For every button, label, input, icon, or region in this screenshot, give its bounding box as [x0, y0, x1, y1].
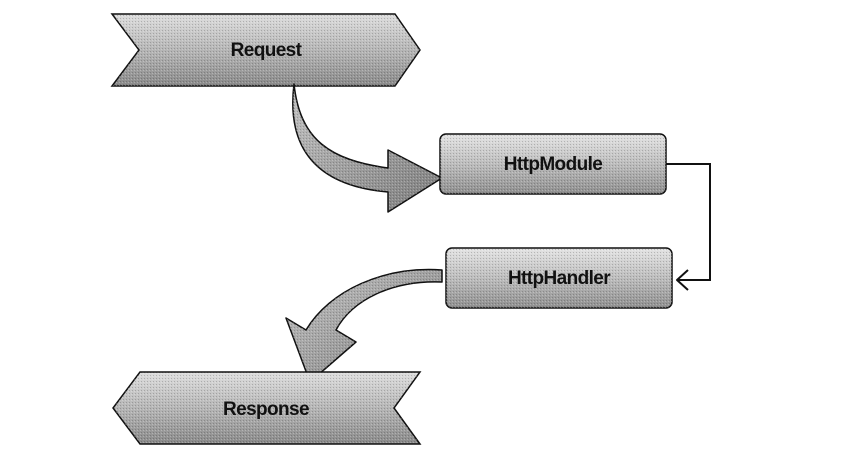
response-label: Response — [223, 399, 309, 420]
httpmodule-label: HttpModule — [504, 154, 603, 175]
httphandler-label: HttpHandler — [508, 268, 611, 289]
request-to-module-arrow — [292, 83, 443, 213]
request-label: Request — [231, 40, 303, 61]
httpmodule-node: HttpModule — [439, 133, 667, 195]
module-to-handler-connector — [666, 163, 711, 291]
httphandler-node: HttpHandler — [445, 247, 673, 309]
handler-to-response-arrow — [285, 268, 443, 383]
request-node: Request — [110, 13, 421, 87]
response-node: Response — [112, 371, 422, 445]
